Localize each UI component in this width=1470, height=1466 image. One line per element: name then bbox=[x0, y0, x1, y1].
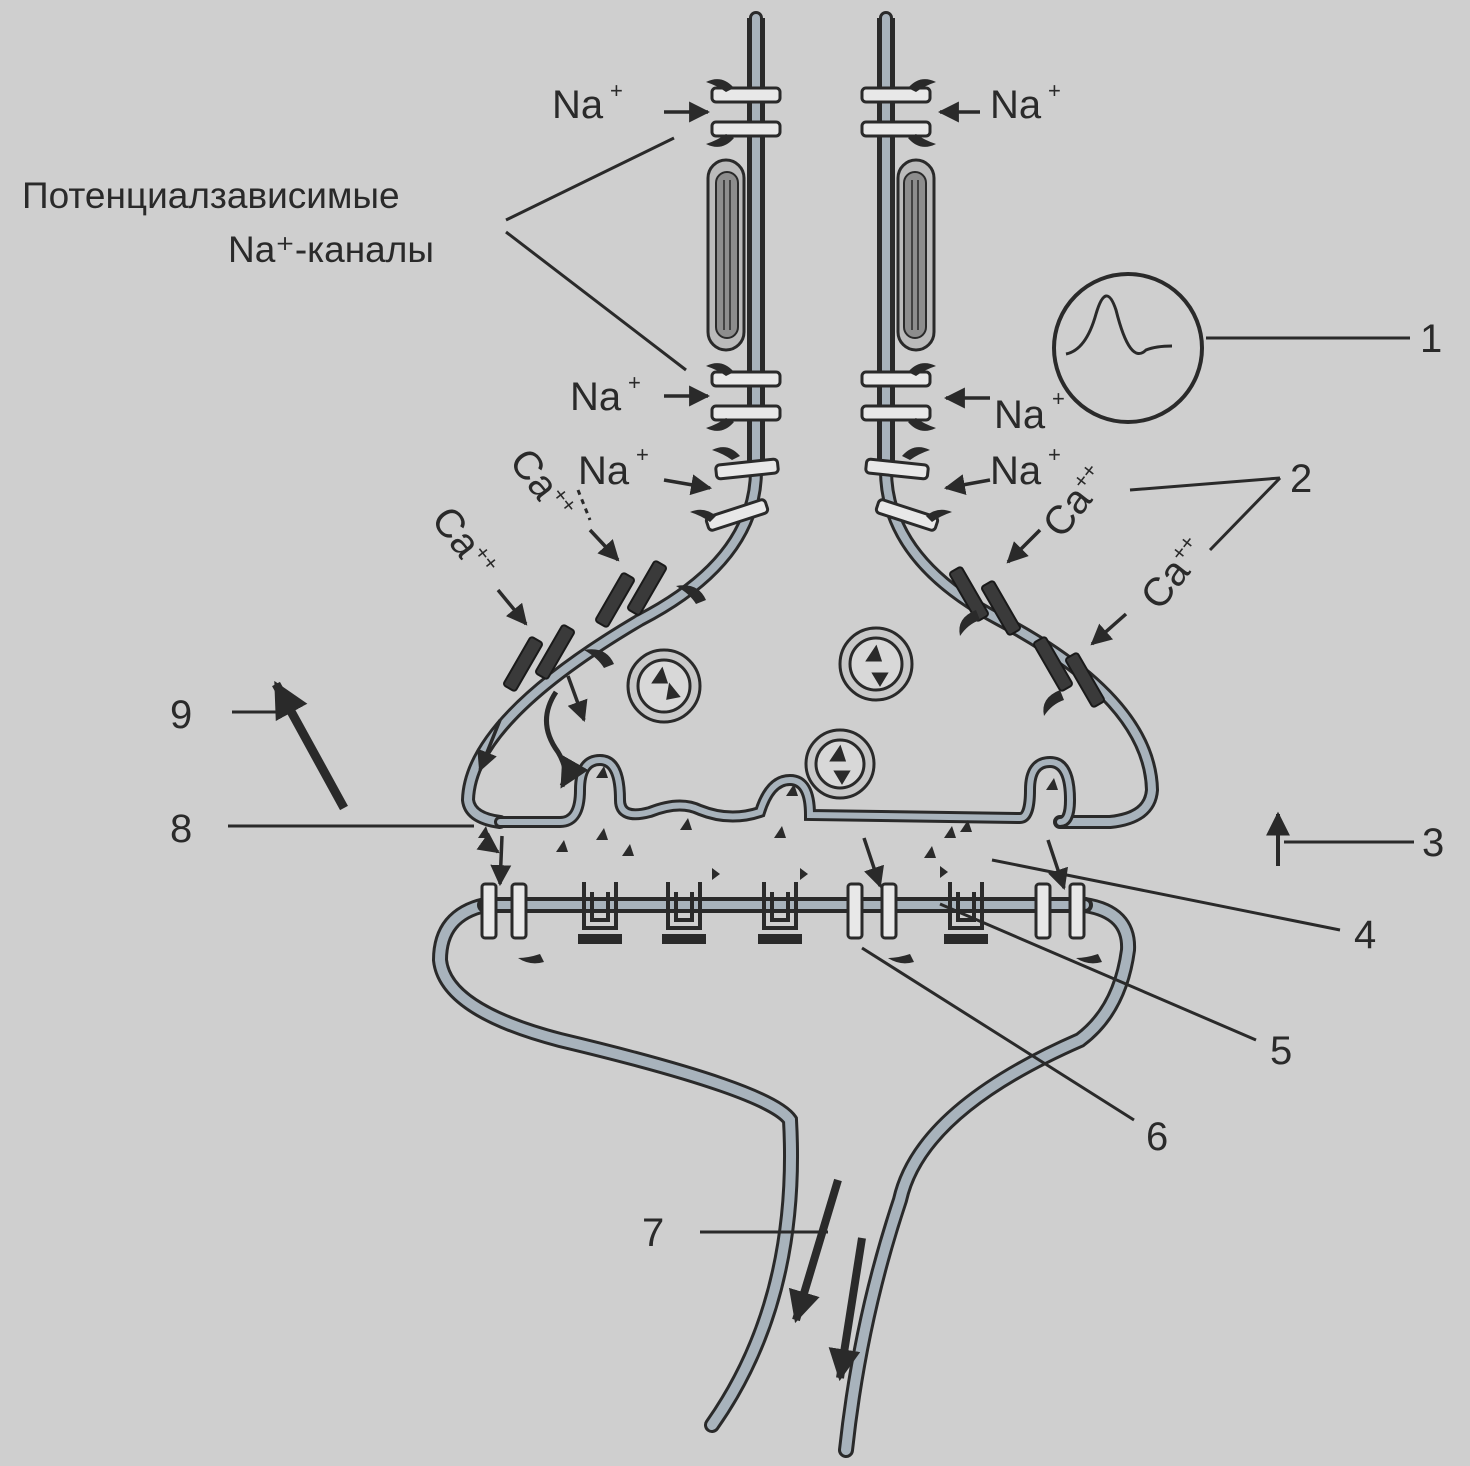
ca-dashed-arrow bbox=[578, 490, 590, 520]
vesicles bbox=[628, 628, 912, 798]
svg-text:Na: Na bbox=[578, 449, 630, 493]
callout-5: 5 bbox=[1270, 1029, 1292, 1073]
ca-label-right-lower: Ca ++ bbox=[1132, 529, 1215, 617]
receptor-hooks bbox=[518, 954, 1102, 963]
callout-3: 3 bbox=[1422, 821, 1444, 865]
svg-text:+: + bbox=[628, 370, 641, 395]
svg-text:+: + bbox=[636, 442, 649, 467]
na-label-top-right: Na + bbox=[990, 78, 1061, 127]
arrow-9 bbox=[276, 684, 344, 808]
vesicle bbox=[806, 730, 874, 798]
title-line-2: Na⁺-каналы bbox=[228, 229, 434, 270]
release-arrow bbox=[546, 692, 565, 786]
na-label-mid-right: Na + bbox=[994, 386, 1065, 437]
na-label-top-left: Na + bbox=[552, 78, 623, 127]
postsynaptic-membrane bbox=[440, 905, 1128, 1450]
callout-6: 6 bbox=[1146, 1115, 1168, 1159]
svg-text:Na: Na bbox=[552, 83, 604, 127]
receptor-bases bbox=[578, 934, 988, 944]
ca-label-left-lower: Ca ++ bbox=[423, 498, 506, 586]
vesicle bbox=[628, 650, 700, 722]
svg-text:Na: Na bbox=[570, 375, 622, 419]
na-label-mid-left: Na + bbox=[570, 370, 641, 419]
vesicle bbox=[840, 628, 912, 700]
ca-label-left-upper: Ca ++ bbox=[501, 440, 584, 528]
arrow-7a bbox=[796, 1180, 838, 1320]
title-line-1: Потенциалзависимые bbox=[22, 175, 400, 216]
svg-text:+: + bbox=[1052, 386, 1065, 411]
callout-1: 1 bbox=[1420, 317, 1442, 361]
svg-text:Na: Na bbox=[990, 83, 1042, 127]
callout-2: 2 bbox=[1290, 457, 1312, 501]
callout-9: 9 bbox=[170, 693, 192, 737]
svg-text:+: + bbox=[1048, 78, 1061, 103]
leader-lines bbox=[228, 138, 1414, 1232]
axon-inner-lines bbox=[748, 18, 894, 470]
svg-text:Na: Na bbox=[990, 449, 1042, 493]
action-potential-inset bbox=[1054, 274, 1202, 422]
svg-text:+: + bbox=[1048, 442, 1061, 467]
myelin-sheath-left bbox=[708, 160, 744, 350]
svg-text:+: + bbox=[610, 78, 623, 103]
callout-8: 8 bbox=[170, 807, 192, 851]
callout-4: 4 bbox=[1354, 913, 1376, 957]
ca-label-right-upper: Ca ++ bbox=[1034, 457, 1117, 545]
myelin-sheath-right bbox=[898, 160, 934, 350]
na-label-low-left: Na + bbox=[578, 442, 649, 493]
callout-7: 7 bbox=[642, 1211, 664, 1255]
svg-text:Na: Na bbox=[994, 393, 1046, 437]
na-label-low-right: Na + bbox=[990, 442, 1061, 493]
